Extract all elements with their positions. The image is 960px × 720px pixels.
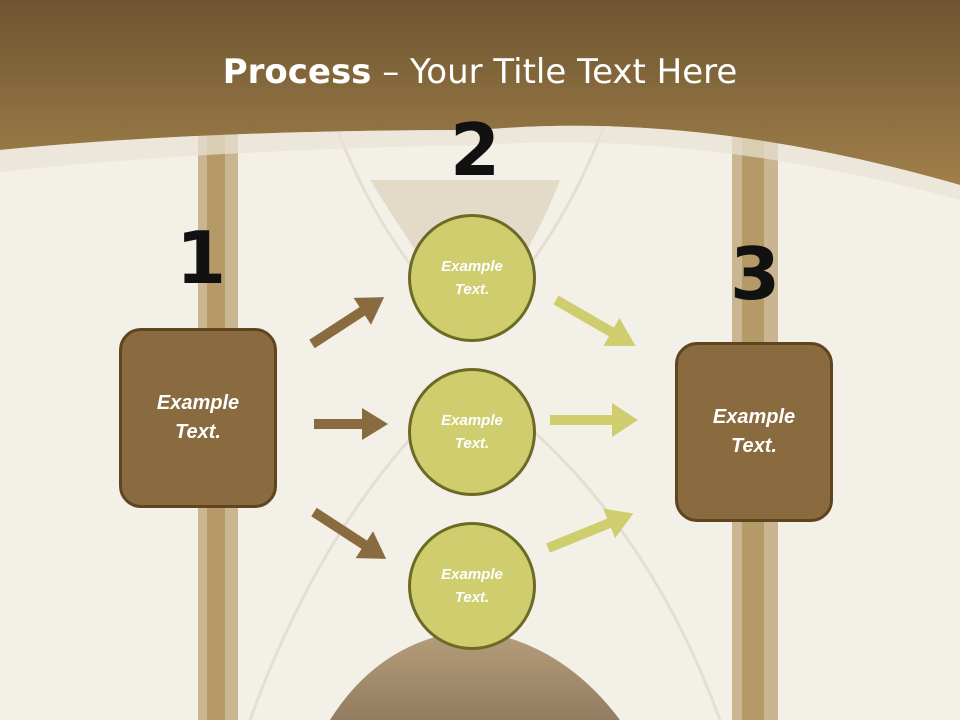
step-2-circle-top[interactable]: Example Text.: [408, 214, 536, 342]
step-2-circle-middle[interactable]: Example Text.: [408, 368, 536, 496]
page-title: Process – Your Title Text Here: [0, 52, 960, 92]
step-3-label: Example Text.: [712, 406, 796, 457]
arrow-1-to-middle: [314, 408, 388, 440]
step-1-box[interactable]: Example Text.: [119, 328, 277, 508]
arrow-1-to-bottom: [311, 507, 387, 559]
arrow-top-to-3: [553, 295, 636, 346]
title-bold: Process: [222, 52, 372, 92]
step-2-number: 2: [450, 108, 501, 192]
circle-top-label: Example Text.: [441, 258, 503, 298]
step-3-box[interactable]: Example Text.: [675, 342, 833, 522]
arrow-bottom-to-3: [546, 508, 634, 553]
circle-middle-label: Example Text.: [441, 412, 503, 452]
title-rest: – Your Title Text Here: [371, 52, 738, 92]
step-1-number: 1: [176, 216, 227, 300]
arrow-1-to-top: [309, 297, 385, 349]
arrow-middle-to-3: [550, 403, 638, 437]
step-1-label: Example Text.: [156, 392, 240, 443]
circle-bottom-label: Example Text.: [441, 566, 503, 606]
step-3-number: 3: [730, 232, 781, 316]
step-2-circle-bottom[interactable]: Example Text.: [408, 522, 536, 650]
